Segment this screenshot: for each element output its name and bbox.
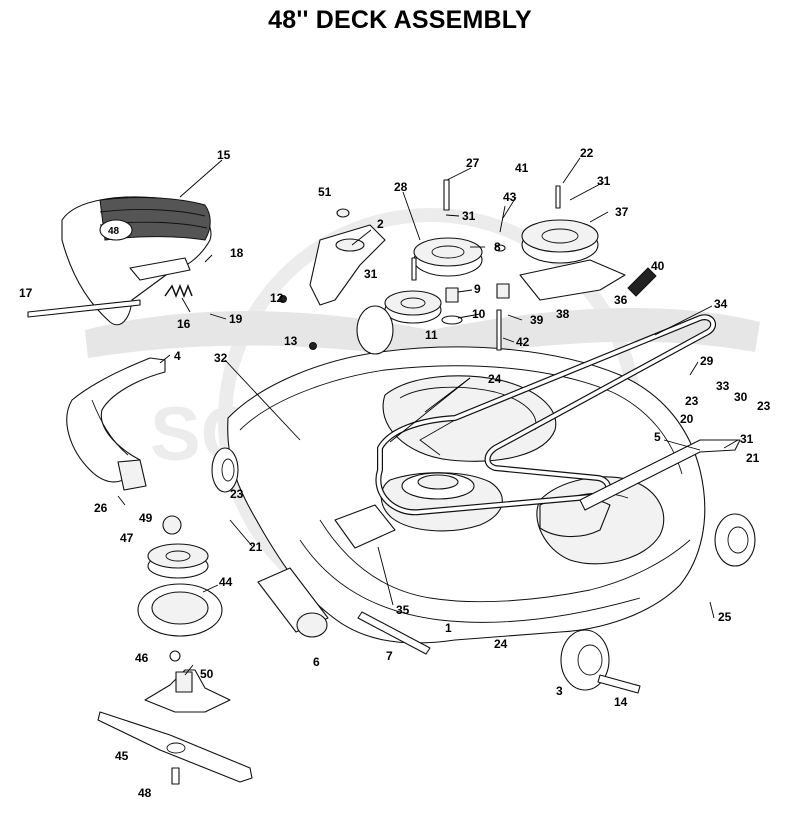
chute-spring [164,283,193,299]
callout-23a: 23 [230,487,244,501]
callout-45: 45 [115,749,129,763]
callout-36: 36 [614,293,628,307]
callout-2: 2 [377,217,384,231]
callout-31c: 31 [597,174,611,188]
callout-39: 39 [530,313,544,327]
callout-31d: 31 [740,432,754,446]
callout-14: 14 [614,695,628,709]
callout-46: 46 [135,651,149,665]
callout-43: 43 [503,190,517,204]
idler-pulley-lower [384,290,442,324]
callout-40: 40 [651,259,665,273]
chute-marking: 48 [108,226,120,237]
callout-33: 33 [716,379,730,393]
callout-3: 3 [556,684,563,698]
leader-lines [117,157,739,676]
callout-12: 12 [270,291,284,305]
callout-48: 48 [138,786,152,800]
callout-4: 4 [174,349,181,363]
gauge-wheel-left [211,447,239,493]
callout-34: 34 [714,297,728,311]
callout-35: 35 [396,603,410,617]
idler-bracket [309,224,386,306]
callout-13: 13 [284,334,298,348]
callout-1: 1 [445,621,452,635]
callout-49: 49 [139,511,153,525]
callout-21b: 21 [746,451,760,465]
gauge-wheel-front [560,629,610,691]
callout-15: 15 [217,148,231,162]
callout-labels: 1 2 3 4 5 6 7 8 9 10 11 12 13 14 15 16 1… [19,146,771,800]
gauge-wheel-right [714,513,756,567]
diagram-title: 48'' DECK ASSEMBLY [268,6,532,34]
callout-32: 32 [214,351,228,365]
wheel-bolt [597,674,641,694]
callout-5: 5 [654,430,661,444]
callout-28: 28 [394,180,408,194]
idler-pulley-left [413,237,483,277]
callout-29: 29 [700,354,714,368]
spindle-pulley [147,543,209,579]
callout-47: 47 [120,531,134,545]
callout-26: 26 [94,501,108,515]
spindle-shield [137,583,223,637]
idler-pulley-right [521,219,599,264]
callout-25: 25 [718,610,732,624]
hardware-bolts [279,179,561,351]
callout-23c: 23 [757,399,771,413]
callout-30: 30 [734,390,748,404]
callout-31b: 31 [364,267,378,281]
callout-22: 22 [580,146,594,160]
callout-16: 16 [177,317,191,331]
front-baffle [66,357,166,491]
wheel-axle [357,611,431,655]
spindle-housing [144,669,231,713]
mower-blade [97,711,253,783]
callout-8: 8 [494,240,501,254]
anti-scalp-roller [257,567,329,638]
callout-42: 42 [516,335,530,349]
callout-24a: 24 [488,372,502,386]
callout-17: 17 [19,286,33,300]
callout-23b: 23 [685,394,699,408]
callout-51: 51 [318,185,332,199]
discharge-chute: 48 [61,196,212,326]
callout-27: 27 [466,156,480,170]
callout-38: 38 [556,307,570,321]
callout-37: 37 [615,205,629,219]
idler-arm-right [519,259,626,301]
callout-21a: 21 [249,540,263,554]
callout-20: 20 [680,412,694,426]
spindle-nut [162,515,182,535]
deck-belt [375,314,717,516]
callout-9: 9 [474,282,481,296]
spindle-washer [169,650,181,662]
callout-7: 7 [386,649,393,663]
gauge-wheel-rear [356,305,394,355]
hanger-arm [579,439,741,511]
callout-24b: 24 [494,637,508,651]
callout-31a: 31 [462,209,476,223]
callout-11: 11 [425,328,438,342]
callout-19: 19 [229,312,243,326]
callout-18: 18 [230,246,244,260]
callout-50: 50 [200,667,214,681]
callout-41: 41 [515,161,529,175]
callout-10: 10 [472,307,486,321]
blade-bolt [171,767,180,785]
callout-6: 6 [313,655,320,669]
callout-44: 44 [219,575,233,589]
tension-spring [627,267,657,297]
chute-rod [27,299,141,318]
